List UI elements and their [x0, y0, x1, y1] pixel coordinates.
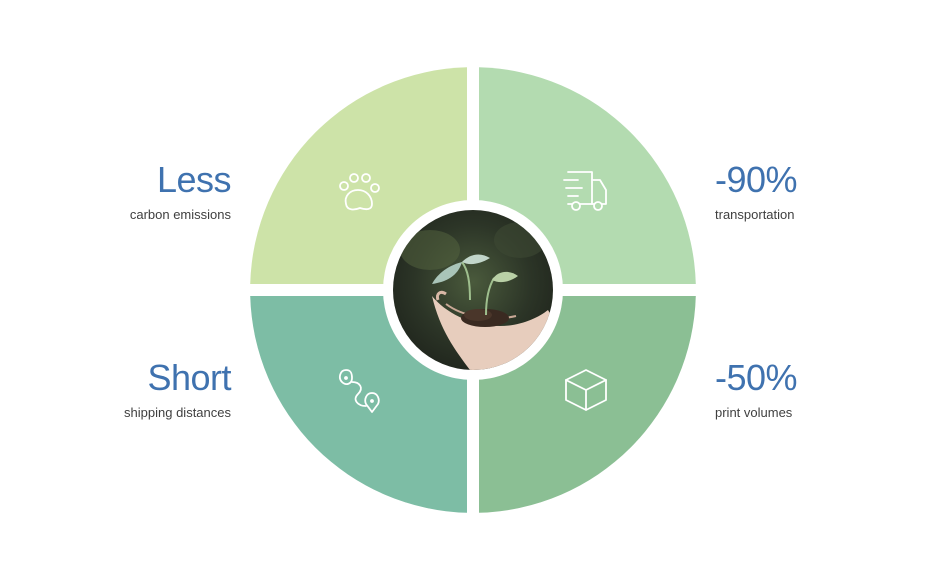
- paw-icon: [339, 173, 380, 211]
- stat-transportation: -90% transportation: [715, 160, 945, 224]
- box-icon: [565, 369, 607, 411]
- stat-value: -50%: [715, 357, 798, 398]
- stat-label: carbon emissions: [129, 207, 231, 222]
- stat-value: -90%: [715, 159, 798, 200]
- stat-label: transportation: [715, 207, 795, 222]
- route-icon: [339, 369, 380, 413]
- stat-print-volumes: -50% print volumes: [715, 358, 945, 422]
- truck-icon: [563, 171, 607, 211]
- stat-label: print volumes: [715, 405, 793, 420]
- stat-carbon-emissions: Less carbon emissions: [0, 159, 232, 224]
- stat-value: Less: [156, 159, 232, 200]
- stat-shipping-distances: Short shipping distances: [0, 358, 231, 422]
- stat-label: shipping distances: [124, 405, 231, 420]
- stat-value: Short: [147, 357, 231, 398]
